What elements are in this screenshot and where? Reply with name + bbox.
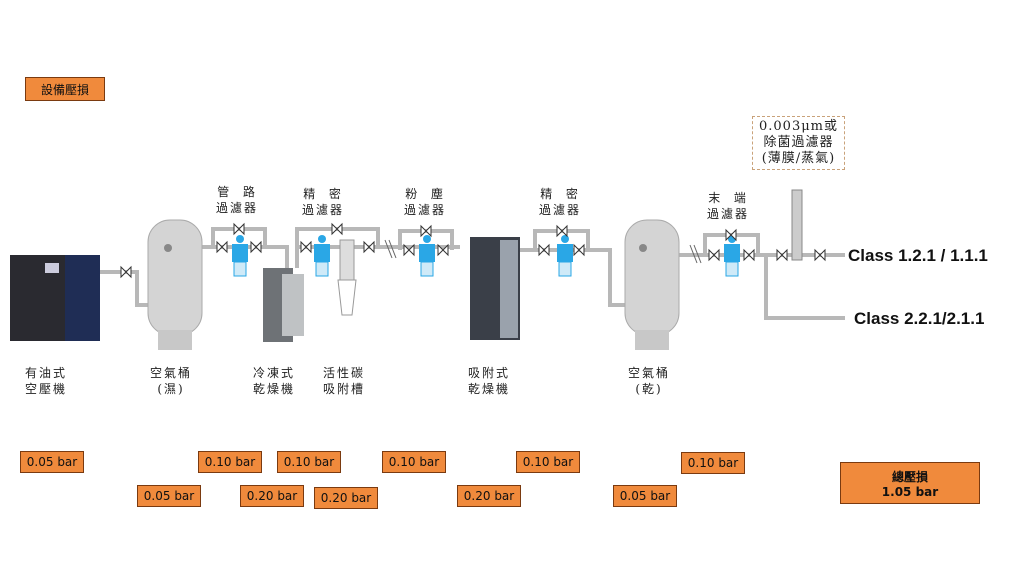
refrigerated-dryer [263, 268, 304, 342]
loss-compressor: 0.05 bar [20, 451, 84, 473]
loss-dust-filter: 0.10 bar [382, 451, 446, 473]
sterile-filter [791, 189, 803, 261]
loss-end-filter: 0.10 bar [681, 452, 745, 474]
loss-refrig-dryer: 0.20 bar [240, 485, 304, 507]
valve-icon[interactable] [743, 248, 755, 262]
label-end-filter: 末 端 過濾器 [707, 191, 750, 221]
valve-icon[interactable] [814, 248, 826, 262]
compressor-unit [10, 255, 100, 341]
label-compressor: 有油式 空壓機 [25, 366, 68, 396]
loss-carbon: 0.20 bar [314, 487, 378, 509]
valve-icon[interactable] [556, 224, 568, 238]
valve-icon[interactable] [573, 243, 585, 257]
label-line-filter: 管 路 過濾器 [216, 185, 259, 215]
filter-unit [724, 235, 740, 277]
output-class-a: Class 1.2.1 / 1.1.1 [848, 246, 988, 265]
valve-icon[interactable] [403, 243, 415, 257]
valve-icon[interactable] [331, 222, 343, 236]
valve-icon[interactable] [420, 224, 432, 238]
loss-adsorption-dryer: 0.20 bar [457, 485, 521, 507]
label-refrig-dryer: 冷凍式 乾燥機 [253, 366, 296, 396]
label-precision-filter-2: 精 密 過濾器 [539, 187, 582, 217]
filter-unit [557, 235, 573, 277]
air-tank-wet [147, 219, 203, 350]
valve-icon[interactable] [708, 248, 720, 262]
title-box: 設備壓損 [25, 77, 105, 101]
valve-icon[interactable] [300, 240, 312, 254]
valve-icon[interactable] [233, 222, 245, 236]
filter-unit [232, 235, 248, 277]
label-dust-filter: 粉 塵 過濾器 [404, 187, 447, 217]
valve-icon[interactable] [216, 240, 228, 254]
label-sterile-filter: 0.003μm或 除菌過濾器 (薄膜/蒸氣) [752, 116, 845, 170]
loss-precision-filter-2: 0.10 bar [516, 451, 580, 473]
total-loss-box: 總壓損 1.05 bar [840, 462, 980, 504]
output-class-b: Class 2.2.1/2.1.1 [854, 309, 985, 328]
valve-icon[interactable] [538, 243, 550, 257]
filter-unit [314, 235, 330, 277]
total-loss-value: 1.05 bar [881, 484, 939, 499]
air-tank-dry [624, 219, 680, 350]
valve-icon[interactable] [120, 265, 132, 279]
adsorption-dryer [470, 237, 520, 340]
valve-icon[interactable] [250, 240, 262, 254]
label-tank-wet: 空氣桶 (濕) [150, 366, 193, 396]
loss-line-filter: 0.10 bar [198, 451, 262, 473]
loss-precision-filter-1: 0.10 bar [277, 451, 341, 473]
loss-tank-dry: 0.05 bar [613, 485, 677, 507]
label-adsorption-dryer: 吸附式 乾燥機 [468, 366, 511, 396]
loss-tank-wet: 0.05 bar [137, 485, 201, 507]
valve-icon[interactable] [363, 240, 375, 254]
valve-icon[interactable] [437, 243, 449, 257]
label-tank-dry: 空氣桶 (乾) [628, 366, 671, 396]
label-carbon: 活性碳 吸附槽 [323, 366, 366, 396]
valve-icon[interactable] [776, 248, 788, 262]
break-marks [384, 239, 702, 264]
valve-icon[interactable] [725, 228, 737, 242]
total-loss-label: 總壓損 [891, 469, 928, 484]
carbon-adsorber [337, 239, 357, 316]
filter-unit [419, 235, 435, 277]
label-precision-filter-1: 精 密 過濾器 [302, 187, 345, 217]
